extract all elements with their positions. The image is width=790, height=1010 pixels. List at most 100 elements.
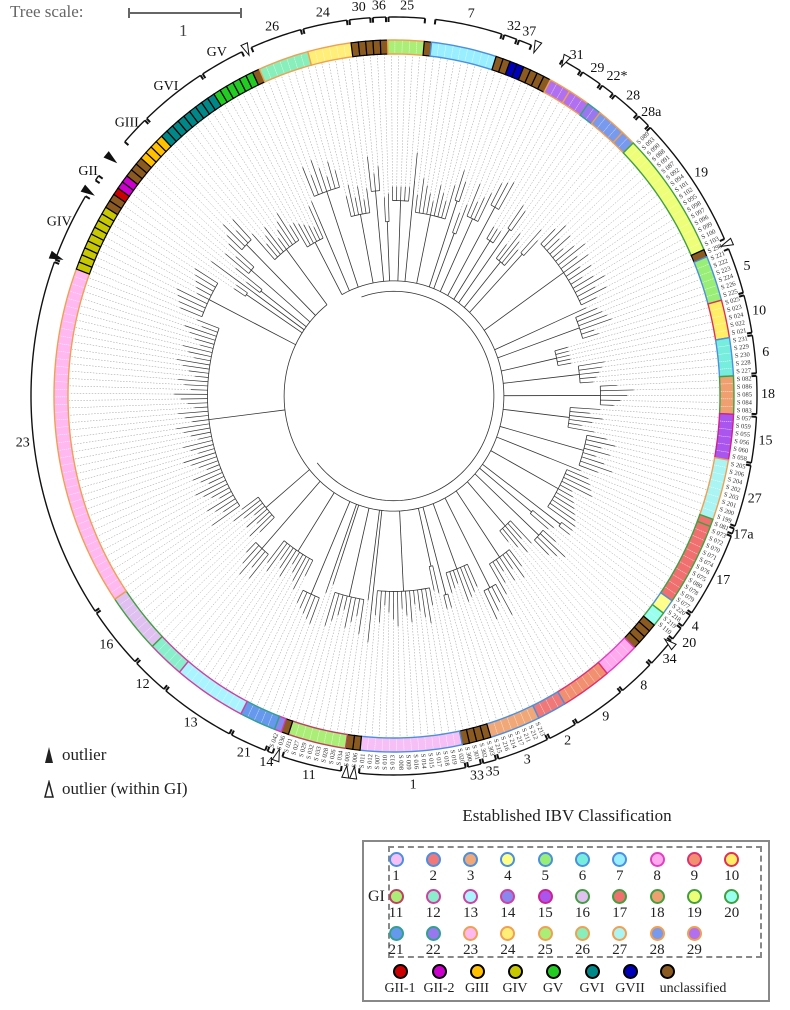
branch — [194, 357, 211, 362]
clade-tick — [466, 761, 470, 768]
leaf-guide-line — [106, 497, 212, 557]
legend-label: 14 — [500, 905, 516, 921]
legend-item-13: 13 — [451, 889, 491, 921]
branch — [568, 423, 582, 426]
leaf-label: S 214 — [506, 733, 518, 750]
leaf-guide-line — [86, 284, 203, 327]
leaf-guide-line — [87, 467, 200, 510]
clade-stem — [494, 321, 556, 351]
ring-cell-11 — [337, 733, 348, 749]
leaf-guide-line — [184, 134, 266, 236]
leaf-guide-line — [69, 392, 175, 395]
leaf-guide-line — [574, 514, 670, 578]
branch — [207, 494, 234, 512]
clade-stem — [370, 510, 380, 580]
legend-item-5: 5 — [525, 852, 565, 884]
branch — [254, 505, 266, 516]
ring-cell-19 — [637, 159, 654, 175]
clade-label: 37 — [522, 25, 536, 40]
legend-item-16: 16 — [563, 889, 603, 921]
clade-label: 17 — [716, 573, 730, 588]
branch — [401, 591, 403, 609]
branch — [579, 318, 612, 331]
leaf-guide-line — [308, 67, 336, 171]
ring-cell-22 — [585, 107, 601, 125]
ring-cell-11 — [323, 730, 334, 747]
branch — [208, 476, 225, 484]
leaf-guide-line — [133, 520, 234, 600]
leaf-label: S 303 — [485, 740, 496, 756]
leaf-guide-line — [74, 435, 192, 460]
clade-bracket — [30, 261, 96, 612]
ring-cell-13 — [227, 694, 242, 711]
branch — [585, 439, 616, 447]
leaf-guide-line — [140, 182, 226, 254]
leaf-guide-line — [451, 592, 491, 722]
leaf-guide-line — [425, 616, 443, 734]
legend-swatch — [537, 926, 553, 941]
ring-cell-25 — [387, 39, 396, 55]
legend-swatch — [463, 926, 479, 941]
branch — [293, 223, 308, 248]
legend-swatch — [649, 852, 665, 867]
leaf-guide-line — [255, 87, 310, 207]
branch — [176, 359, 210, 366]
leaf-guide-line — [446, 608, 477, 726]
clade-bracket — [727, 248, 744, 293]
clade-tick — [98, 174, 104, 180]
branch — [567, 426, 595, 433]
ring-cell-24 — [329, 44, 340, 61]
leaf-guide-line — [342, 59, 365, 200]
leaf-guide-line — [554, 156, 626, 230]
clade-stem — [497, 327, 580, 359]
ring-cell-19 — [642, 165, 659, 181]
clade-label: 36 — [372, 0, 386, 14]
legend-swatch — [575, 926, 590, 941]
legend-label: 5 — [541, 868, 549, 884]
ring-cell-16 — [127, 608, 144, 624]
clade-stem — [484, 272, 564, 331]
clade-bracket — [681, 614, 691, 627]
leaf-guide-line — [588, 201, 662, 255]
clade-label: 25 — [400, 0, 414, 13]
branch — [449, 571, 456, 589]
branch — [195, 274, 216, 288]
branch — [568, 265, 592, 281]
leaf-guide-line — [513, 101, 560, 183]
leaf-guide-line — [212, 112, 278, 214]
legend-label: 19 — [686, 905, 702, 921]
leaf-guide-line — [89, 277, 198, 321]
legend-item-24: 24 — [488, 926, 528, 958]
legend-label: GIII — [464, 981, 490, 996]
legend-item-7: 7 — [600, 852, 640, 884]
clade-tick — [146, 117, 151, 123]
leaf-guide-line — [323, 627, 346, 729]
branch — [502, 554, 513, 570]
leaf-label: S 302 — [478, 742, 489, 758]
ring-cell-9 — [557, 687, 572, 705]
clade-label: 13 — [184, 715, 198, 730]
leaf-guide-line — [507, 541, 601, 660]
branch — [187, 402, 208, 404]
branch — [430, 201, 434, 216]
branch — [219, 491, 232, 499]
leaf-guide-line — [154, 165, 228, 236]
leaf-label: S 018 — [441, 751, 450, 767]
legend-swatch — [612, 852, 628, 867]
branch — [182, 345, 213, 353]
clade-stem — [246, 294, 303, 334]
branch — [575, 307, 598, 318]
legend-swatch — [575, 852, 590, 867]
clade-label: 14 — [259, 755, 273, 770]
leaf-guide-line — [521, 565, 596, 665]
clade-bracket — [751, 335, 758, 374]
ring-cell-26 — [265, 63, 279, 80]
ring-cell-18 — [719, 383, 735, 392]
clade-bracket — [483, 759, 497, 764]
clade-tick — [666, 636, 672, 642]
legend-label: 15 — [537, 905, 553, 921]
branch — [178, 410, 209, 415]
clade-bracket — [743, 295, 753, 333]
leaf-label: S 085 — [737, 392, 752, 399]
leaf-guide-line — [432, 62, 462, 202]
